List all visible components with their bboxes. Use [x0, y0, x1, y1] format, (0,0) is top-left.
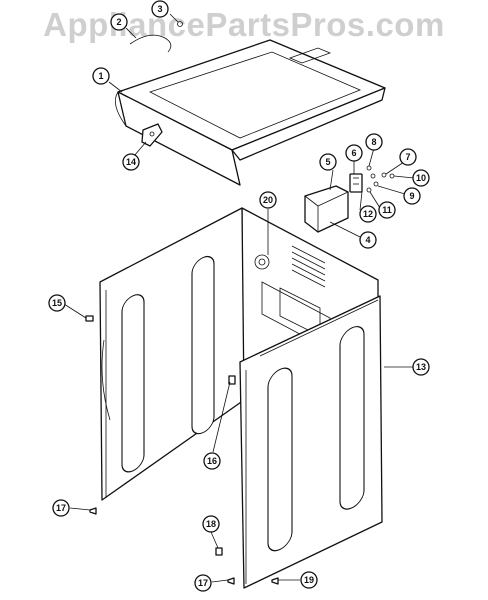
svg-text:20: 20 — [263, 195, 273, 205]
callout-15: 15 — [48, 294, 66, 312]
svg-text:18: 18 — [206, 519, 216, 529]
svg-text:4: 4 — [365, 235, 370, 245]
svg-text:11: 11 — [382, 205, 392, 215]
callout-12: 12 — [359, 205, 377, 223]
svg-text:2: 2 — [116, 17, 121, 27]
callout-8: 8 — [365, 133, 383, 151]
cabinet-left-side — [99, 207, 245, 501]
screw-17a — [89, 507, 97, 515]
callout-13: 13 — [412, 358, 430, 376]
svg-text:17: 17 — [198, 578, 208, 588]
wire-harness — [129, 34, 172, 53]
svg-text:14: 14 — [126, 157, 136, 167]
top-cover — [114, 39, 386, 186]
callout-17-left: 17 — [52, 499, 70, 517]
lid-switch — [349, 173, 363, 193]
callout-1: 1 — [92, 67, 110, 85]
small-hardware — [366, 165, 395, 193]
svg-text:13: 13 — [416, 362, 426, 372]
svg-text:15: 15 — [52, 298, 62, 308]
callout-14: 14 — [122, 153, 140, 171]
callout-16: 16 — [203, 452, 221, 470]
svg-text:6: 6 — [351, 148, 356, 158]
svg-text:1: 1 — [98, 71, 103, 81]
clip-15 — [85, 315, 94, 322]
svg-text:12: 12 — [363, 209, 373, 219]
callout-19: 19 — [300, 571, 318, 589]
lid-hinge — [141, 123, 163, 147]
svg-text:16: 16 — [207, 456, 217, 466]
callout-9: 9 — [403, 187, 421, 205]
callout-17-bottom: 17 — [194, 574, 212, 592]
svg-text:7: 7 — [405, 152, 410, 162]
svg-text:10: 10 — [416, 173, 426, 183]
callout-20: 20 — [259, 191, 277, 209]
svg-text:9: 9 — [409, 191, 414, 201]
callout-6: 6 — [345, 144, 363, 162]
svg-text:5: 5 — [325, 157, 330, 167]
callout-2: 2 — [110, 13, 128, 31]
svg-text:3: 3 — [157, 4, 162, 14]
clip-16 — [228, 375, 236, 385]
callout-4: 4 — [359, 231, 377, 249]
svg-text:8: 8 — [371, 137, 376, 147]
switch-bracket — [304, 185, 349, 233]
svg-text:17: 17 — [56, 503, 66, 513]
callout-11: 11 — [378, 201, 396, 219]
callout-3: 3 — [151, 0, 169, 18]
screw-19 — [271, 577, 279, 585]
clip-18 — [215, 547, 223, 556]
screw-3 — [169, 13, 183, 27]
callout-18: 18 — [202, 515, 220, 533]
leader-lines — [63, 27, 415, 583]
cabinet-front-panel — [239, 295, 383, 589]
callout-10: 10 — [412, 169, 430, 187]
screw-17b — [227, 577, 235, 585]
svg-text:19: 19 — [304, 575, 314, 585]
callout-7: 7 — [399, 148, 417, 166]
callout-5: 5 — [319, 153, 337, 171]
